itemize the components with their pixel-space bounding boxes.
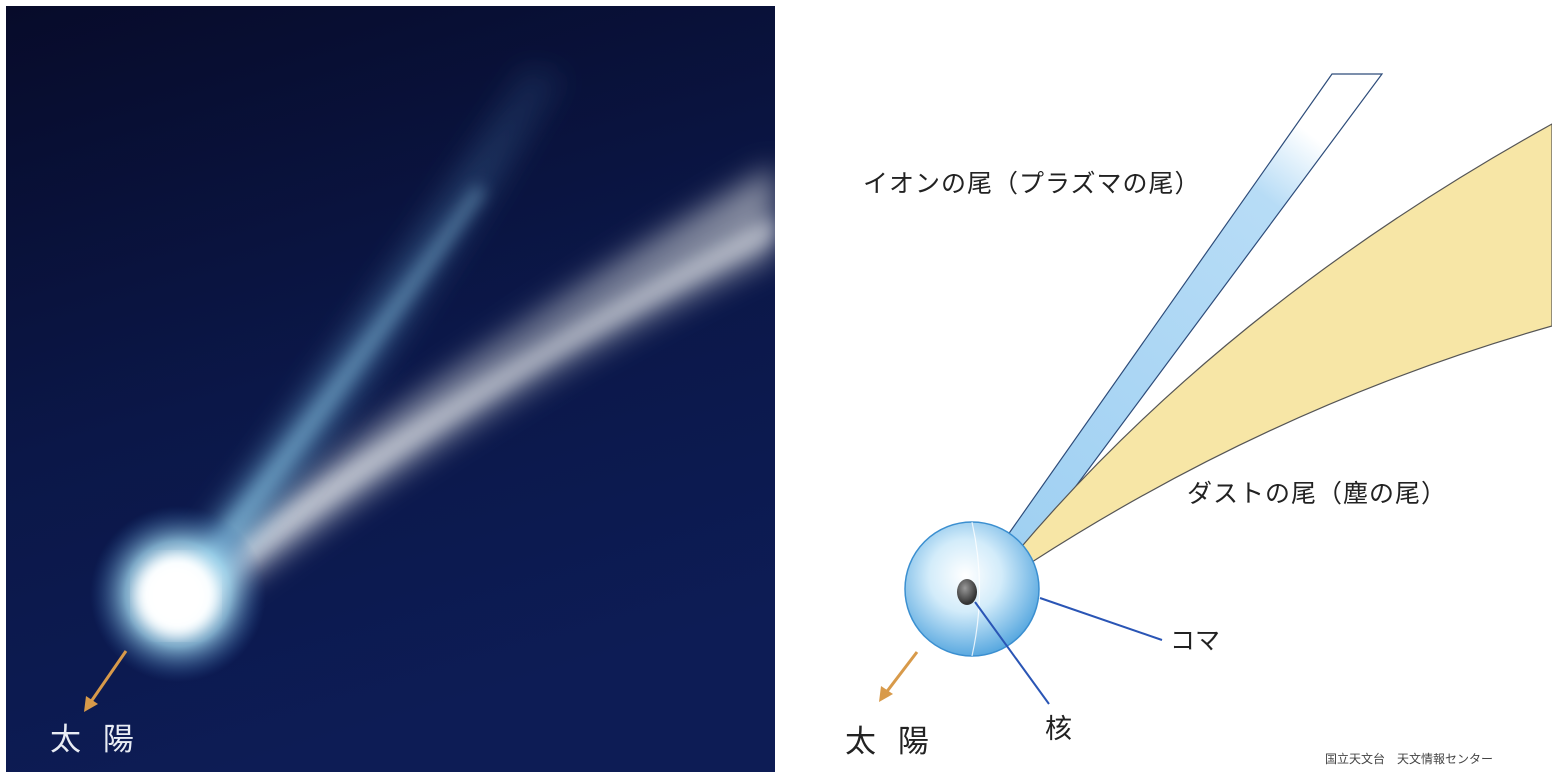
nucleus-leader-line [974,601,1050,705]
comet-structure-diagram [879,73,1552,705]
dust-tail-shape [1016,123,1552,563]
sun-label: 太 陽 [50,722,140,758]
ion-tail-label: イオンの尾（プラズマの尾） [863,169,1201,198]
comet-nucleus-glow [138,558,214,634]
dust-tail-streak [206,216,775,586]
credit-text: 国立天文台 天文情報センター [1325,752,1494,766]
ion-tail-streak [196,186,486,576]
coma-label: コマ [1170,626,1221,655]
sun-direction-arrow [879,651,919,702]
nucleus-shape [957,579,977,605]
comet-illustration [6,6,775,772]
coma-leader-line [1039,597,1163,641]
comet-illustration-panel: 太 陽 [6,6,775,772]
dust-tail-label: ダストの尾（塵の尾） [1187,479,1448,508]
sun-direction-arrow [84,650,128,712]
comet-structure-diagram-panel: イオンの尾（プラズマの尾） ダストの尾（塵の尾） コマ 核 太 陽 国立天文台 … [777,4,1552,774]
nucleus-label: 核 [1045,714,1072,745]
sun-label: 太 陽 [845,724,935,760]
